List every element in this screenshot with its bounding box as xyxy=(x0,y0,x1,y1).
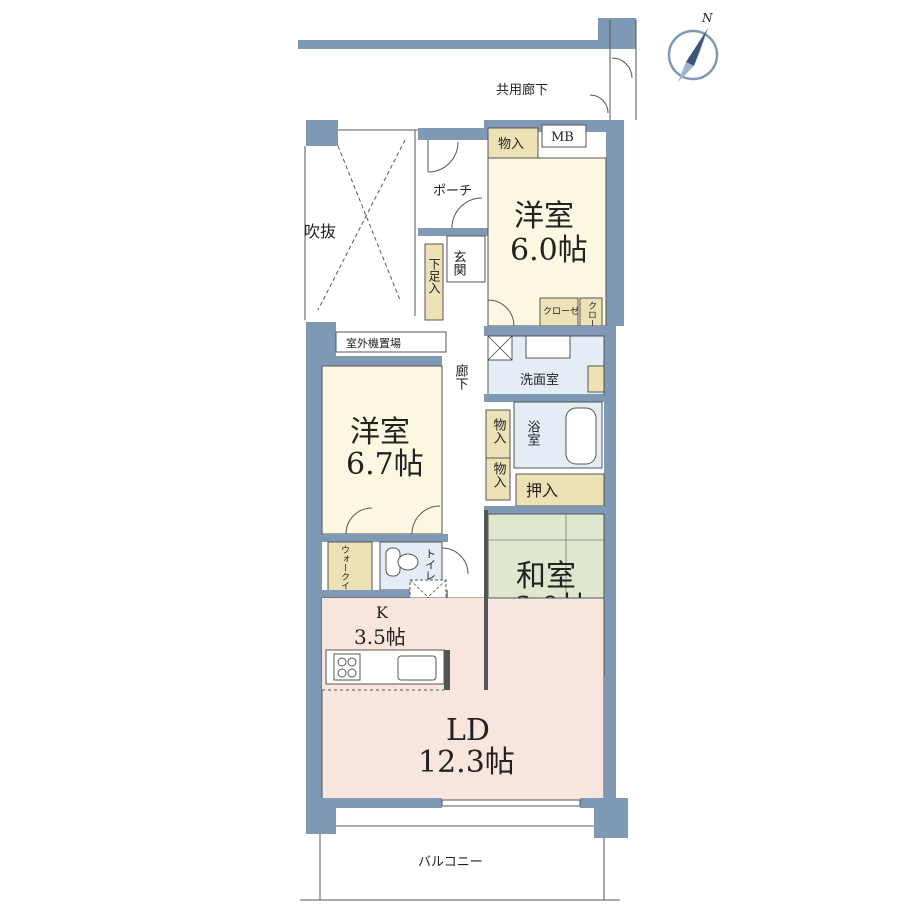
corridor-wall-pillar xyxy=(598,18,636,49)
void-area: 吹抜 xyxy=(304,120,418,320)
entrance-door-arc xyxy=(451,197,483,229)
western-room-2-wall-bottom xyxy=(322,534,448,542)
bath-label: 浴室 xyxy=(525,420,541,446)
western-room-1-wall-right xyxy=(606,120,624,326)
ld-window xyxy=(441,799,581,807)
western-room-2-name: 洋室 xyxy=(350,415,410,450)
western-room-2-wall-left xyxy=(306,358,322,818)
mb-label: MB xyxy=(551,130,574,145)
ld-wall-bottom xyxy=(306,798,442,808)
washer-space xyxy=(525,335,571,359)
common-corridor-label: 共用廊下 xyxy=(496,82,548,98)
shoe-box xyxy=(424,243,444,321)
porch-label: ポーチ xyxy=(433,184,472,199)
right-wall xyxy=(604,326,616,676)
corridor-door-arc xyxy=(611,57,633,79)
entrance-label: 玄関 xyxy=(451,250,467,277)
corridor-door-arc-2 xyxy=(589,94,609,114)
western-room-2-floor[interactable] xyxy=(321,365,443,535)
entrance-frame xyxy=(418,228,488,236)
washbasin-x2 xyxy=(487,335,513,361)
burner-4 xyxy=(347,668,357,678)
western-room-2-door-arc xyxy=(411,505,441,535)
oshiire xyxy=(515,473,605,507)
void-label: 吹抜 xyxy=(304,222,336,241)
ac-area-bottom xyxy=(316,356,442,366)
entrance-floor xyxy=(446,235,486,283)
top-storage xyxy=(487,127,539,159)
burner-2 xyxy=(347,657,357,667)
closet-a xyxy=(539,297,579,327)
western-room-1-name: 洋室 xyxy=(514,199,574,234)
toilet-label: トイレ xyxy=(424,548,437,581)
burner-1 xyxy=(337,657,347,667)
compass-icon: N xyxy=(667,11,719,82)
walk-in-closet xyxy=(327,541,373,593)
kitchen-wall-top xyxy=(322,590,448,598)
storage-mid-2 xyxy=(485,457,511,501)
left-pillar xyxy=(306,808,336,834)
hallway-label: 廊下 xyxy=(453,363,469,390)
right-wall-low xyxy=(604,676,616,798)
shoe-box-label: 下足入 xyxy=(427,258,441,294)
stove-icon xyxy=(333,653,361,681)
bathtub-icon xyxy=(565,407,597,465)
compass-north-label: N xyxy=(701,11,713,25)
toilet-bowl-icon xyxy=(397,553,419,571)
ac-wall xyxy=(306,322,336,358)
washroom-shelf xyxy=(587,365,605,393)
storage-mid-1-label: 物入 xyxy=(491,418,507,444)
storage-mid-1 xyxy=(485,409,511,459)
bath-wall xyxy=(484,394,604,402)
ld-wall-bottom-right xyxy=(580,798,628,808)
balcony-label: バルコニー xyxy=(418,855,483,870)
japanese-room-name: 和室 xyxy=(516,559,576,594)
kitchen-name: K xyxy=(376,603,389,622)
sink-icon xyxy=(397,655,437,681)
top-storage-label: 物入 xyxy=(498,137,524,152)
japanese-room-border xyxy=(484,510,488,690)
japanese-room-wall xyxy=(484,506,606,514)
washroom-wall xyxy=(484,326,606,336)
corridor-wall xyxy=(298,40,598,49)
western-room-1-size: 6.0帖 xyxy=(510,233,588,268)
storage-mid-2-label: 物入 xyxy=(491,462,507,488)
kitchen-size: 3.5帖 xyxy=(354,625,406,649)
porch-wall xyxy=(418,128,488,140)
walk-in-door-arc xyxy=(345,507,373,535)
right-pillar xyxy=(594,808,628,838)
mb-box xyxy=(541,124,587,148)
burner-3 xyxy=(337,668,347,678)
oshiire-label: 押入 xyxy=(526,481,558,500)
ld-name: LD xyxy=(446,713,490,748)
washroom-label: 洗面室 xyxy=(520,372,559,388)
western-room-1-door-arc xyxy=(487,299,515,327)
toilet-door-arc xyxy=(441,547,469,575)
western-room-2-size: 6.7帖 xyxy=(346,447,424,482)
kitchen-wall-stub xyxy=(444,650,450,690)
porch-door-arc xyxy=(427,141,459,173)
ld-size: 12.3帖 xyxy=(418,745,515,780)
ac-area-label: 室外機置場 xyxy=(346,336,401,350)
ac-area xyxy=(335,331,447,353)
